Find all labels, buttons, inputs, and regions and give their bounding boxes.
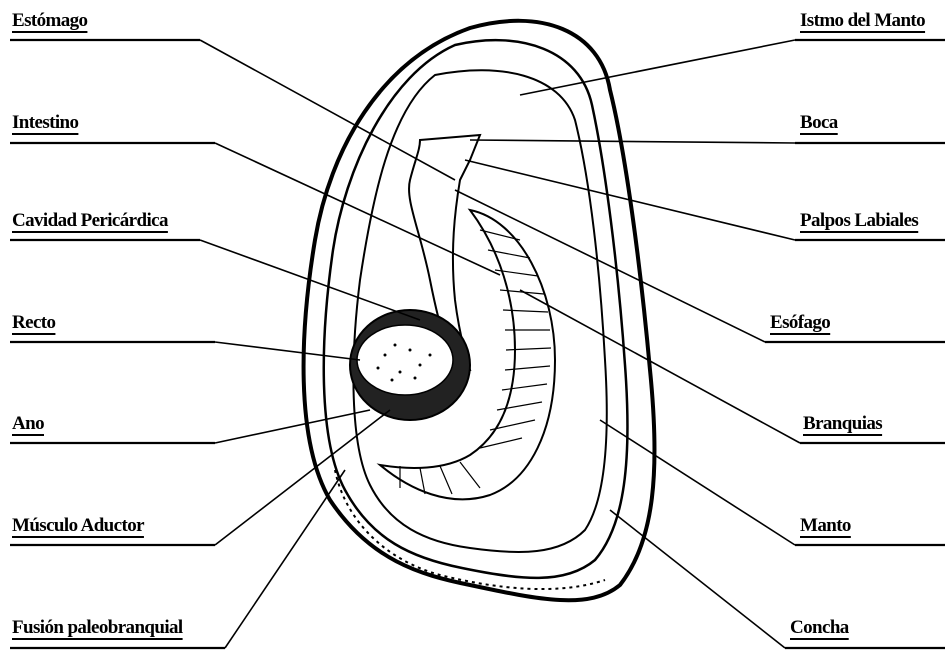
- adductor-muscle-inner: [357, 325, 453, 395]
- label-fusion-paleobranquial: Fusión paleobranquial: [12, 617, 183, 639]
- label-ano: Ano: [12, 413, 44, 435]
- label-concha: Concha: [790, 617, 849, 639]
- label-esofago: Esófago: [770, 312, 830, 334]
- label-cavidad-pericardica: Cavidad Pericárdica: [12, 210, 168, 232]
- label-recto: Recto: [12, 312, 55, 334]
- label-branquias: Branquias: [803, 413, 882, 435]
- label-istmo-del-manto: Istmo del Manto: [800, 10, 925, 32]
- label-intestino: Intestino: [12, 112, 78, 134]
- label-estomago: Estómago: [12, 10, 87, 32]
- label-manto: Manto: [800, 515, 851, 537]
- label-palpos-labiales: Palpos Labiales: [800, 210, 918, 232]
- label-boca: Boca: [800, 112, 838, 134]
- label-musculo-aductor: Músculo Aductor: [12, 515, 144, 537]
